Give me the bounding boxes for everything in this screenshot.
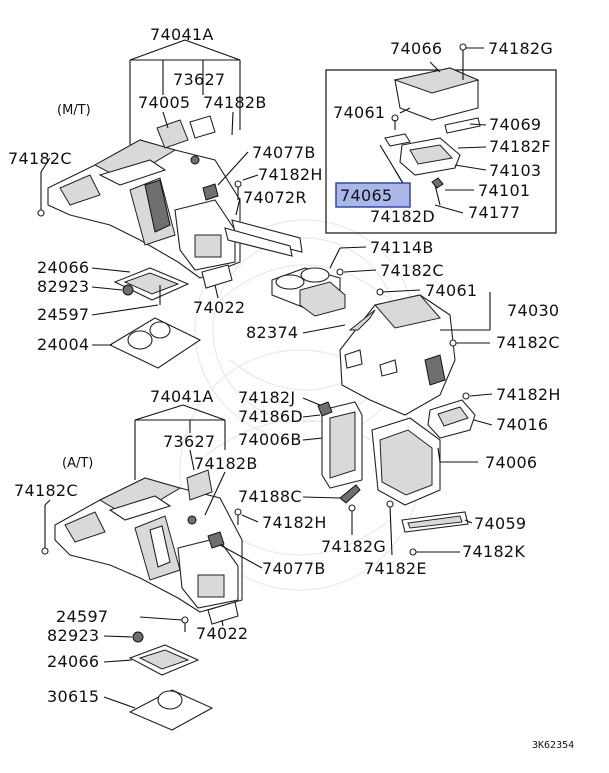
label-74005: 74005	[138, 93, 190, 112]
label-mt: (M/T)	[57, 103, 91, 118]
label-74041a-bot: 74041A	[150, 387, 214, 406]
label-74103: 74103	[489, 161, 541, 180]
armrest-inset-box	[325, 43, 557, 234]
bracket-74016	[427, 392, 493, 439]
at-boot-30615	[128, 689, 214, 731]
label-74022-top: 74022	[193, 298, 245, 317]
mt-side-panel-74072r	[224, 219, 303, 257]
label-74182b-top: 74182B	[203, 93, 267, 112]
label-74077b-bot: 74077B	[262, 559, 326, 578]
label-24066-top: 24066	[37, 258, 89, 277]
label-74182h-mid: 74182H	[258, 165, 323, 184]
at-leader-lines	[44, 404, 263, 709]
mt-bracket-74022	[201, 264, 233, 289]
rear-console-74030	[302, 288, 491, 416]
label-82923-bot: 82923	[47, 626, 99, 645]
label-74101: 74101	[478, 181, 530, 200]
label-74182b-bot: 74182B	[194, 454, 258, 473]
mt-leader-lines	[40, 39, 259, 346]
label-74016: 74016	[496, 415, 548, 434]
label-74182e: 74182E	[364, 559, 427, 578]
label-74006b: 74006B	[238, 430, 302, 449]
label-82374: 82374	[246, 323, 298, 342]
label-74182h-bot: 74182H	[262, 513, 327, 532]
at-fasteners	[41, 505, 242, 643]
label-74072r: 74072R	[243, 188, 307, 207]
mt-fasteners	[37, 172, 242, 217]
label-74069: 74069	[489, 115, 541, 134]
label-74182g-bot: 74182G	[321, 537, 386, 556]
label-74006: 74006	[485, 453, 537, 472]
label-74022-bot: 74022	[196, 624, 248, 643]
diagram-code: 3K62354	[532, 740, 574, 751]
label-24597-bot: 24597	[56, 607, 108, 626]
bracket-74059	[401, 511, 473, 556]
label-74065: 74065	[340, 186, 392, 205]
label-74182c-right: 74182C	[496, 333, 560, 352]
label-74061-box: 74061	[333, 103, 385, 122]
label-74188c: 74188C	[238, 487, 302, 506]
label-74061-mid: 74061	[425, 281, 477, 300]
label-24004: 24004	[37, 335, 89, 354]
label-74182j: 74182J	[238, 388, 295, 407]
label-74114b: 74114B	[370, 238, 434, 257]
cup-holder-74114b	[271, 246, 377, 317]
label-74030: 74030	[507, 301, 559, 320]
label-74182f: 74182F	[489, 137, 551, 156]
label-74186d: 74186D	[238, 407, 303, 426]
label-74182k: 74182K	[462, 542, 525, 561]
mt-console-assembly	[47, 139, 241, 279]
label-74182c-left-top: 74182C	[8, 149, 72, 168]
at-console-assembly	[54, 469, 243, 613]
label-74182c-mid: 74182C	[380, 261, 444, 280]
label-74059: 74059	[474, 514, 526, 533]
label-at: (A/T)	[62, 456, 93, 471]
label-73627-top: 73627	[173, 70, 225, 89]
label-74182c-left-bot: 74182C	[14, 481, 78, 500]
label-74182g-box: 74182G	[488, 39, 553, 58]
label-74066: 74066	[390, 39, 442, 58]
clip-74188c	[302, 484, 394, 556]
label-74077b-top: 74077B	[252, 143, 316, 162]
label-82923-top: 82923	[37, 277, 89, 296]
label-74182h-right: 74182H	[496, 385, 561, 404]
highlighted-part-74065	[335, 182, 411, 208]
at-boot-ring-24066	[128, 644, 200, 676]
label-24066-bot: 24066	[47, 652, 99, 671]
mt-boot-24004	[108, 317, 202, 369]
label-74177: 74177	[468, 203, 520, 222]
part-number-labels: 74041A 73627 74005 74182B (M/T) 74182C 7…	[8, 25, 574, 751]
mt-boot-ring-24066	[113, 267, 190, 305]
label-74041a-top: 74041A	[150, 25, 214, 44]
mt-shift-boot-panel	[156, 115, 216, 165]
bracket-74006b	[302, 397, 363, 489]
label-74182d: 74182D	[370, 207, 435, 226]
bracket-74006	[371, 417, 478, 506]
label-24597-top: 24597	[37, 305, 89, 324]
label-73627-bot: 73627	[163, 432, 215, 451]
label-30615: 30615	[47, 687, 99, 706]
